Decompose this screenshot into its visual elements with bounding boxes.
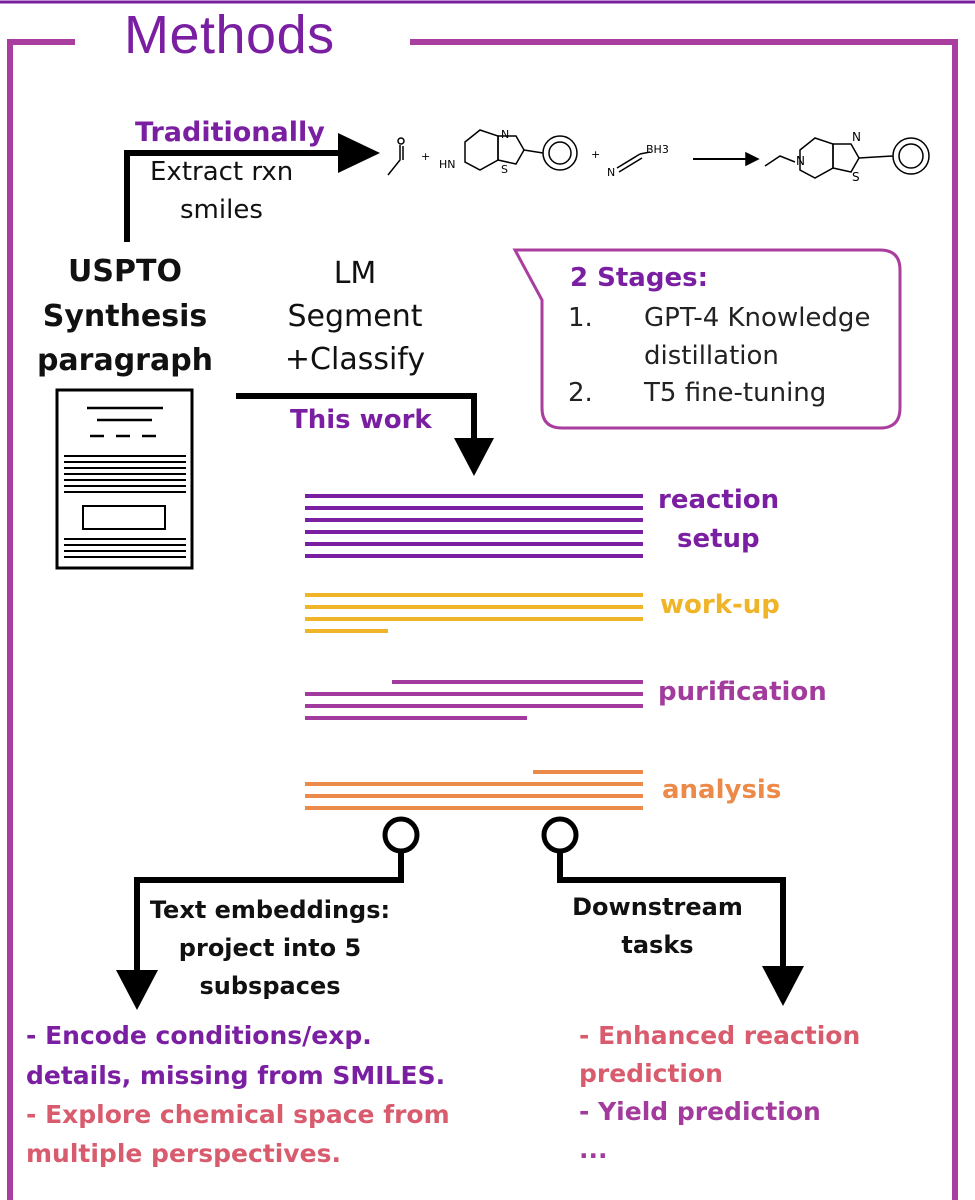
embeddings-line-1: Text embeddings: [149,896,391,924]
n-atom-label-2: N [607,166,616,179]
embeddings-branch-arrow [116,816,420,1010]
label-reaction: reaction [658,485,780,515]
lm-line-1: LM [333,256,377,291]
document-icon [55,388,194,570]
extract-rxn-label: Extract rxn [150,157,294,187]
stage-2-number: 2. [568,378,593,408]
stage-1-line-1: GPT-4 Knowledge [644,303,871,333]
n-atom-label-1: N [501,128,510,141]
stages-callout [512,248,902,430]
downstream-line-2: tasks [621,931,694,959]
label-work-up: work-up [660,590,780,620]
stage-1-number: 1. [568,303,593,333]
n-atom-label-3: N [796,154,805,168]
segment-purification [305,680,643,720]
downstream-branch-arrow [541,816,804,1006]
stages-title: 2 Stages: [570,263,708,293]
label-analysis: analysis [662,775,782,805]
s-atom-label-1: S [501,163,508,176]
bh3-label: BH3 [646,143,669,156]
segment-work-up [305,593,643,633]
traditional-arrow [124,133,380,242]
traditionally-label: Traditionally [135,117,325,148]
downstream-line-1: Downstream [572,893,743,921]
segment-reaction-setup [305,494,643,558]
outcome-left-1b: details, missing from SMILES. [26,1061,446,1090]
outcome-left-2b: multiple perspectives. [26,1139,341,1168]
embeddings-line-3: subspaces [199,972,341,1000]
methods-frame [7,39,958,1200]
label-purification: purification [658,677,827,707]
source-line-1: USPTO [68,254,182,289]
outcome-right-1a: - Enhanced reaction [579,1021,861,1050]
lm-line-2: Segment [287,299,423,334]
label-setup: setup [677,524,760,554]
stage-1-line-2: distillation [644,341,779,371]
plus-sign-1: + [421,150,431,163]
plus-sign-2: + [591,148,601,161]
stage-2-line-1: T5 fine-tuning [644,378,827,408]
n-atom-label-4: N [852,130,861,144]
s-atom-label-2: S [852,170,860,184]
outcome-left-2a: - Explore chemical space from [26,1100,450,1129]
page-title: Methods [124,5,335,65]
this-work-label: This work [290,405,432,435]
source-line-3: paragraph [36,343,214,378]
embeddings-line-2: project into 5 [178,934,362,962]
smiles-label: smiles [180,195,263,225]
outcome-right-2: - Yield prediction [579,1097,821,1126]
segment-analysis [305,770,643,810]
reaction-scheme [387,129,930,179]
outcome-right-1b: prediction [579,1059,723,1088]
outcome-right-3: ... [579,1135,608,1164]
source-line-2: Synthesis [42,299,208,334]
this-work-arrow [236,393,494,476]
outcome-left-1a: - Encode conditions/exp. [26,1021,372,1050]
lm-line-3: +Classify [284,342,426,377]
hn-atom-label: HN [439,158,456,171]
